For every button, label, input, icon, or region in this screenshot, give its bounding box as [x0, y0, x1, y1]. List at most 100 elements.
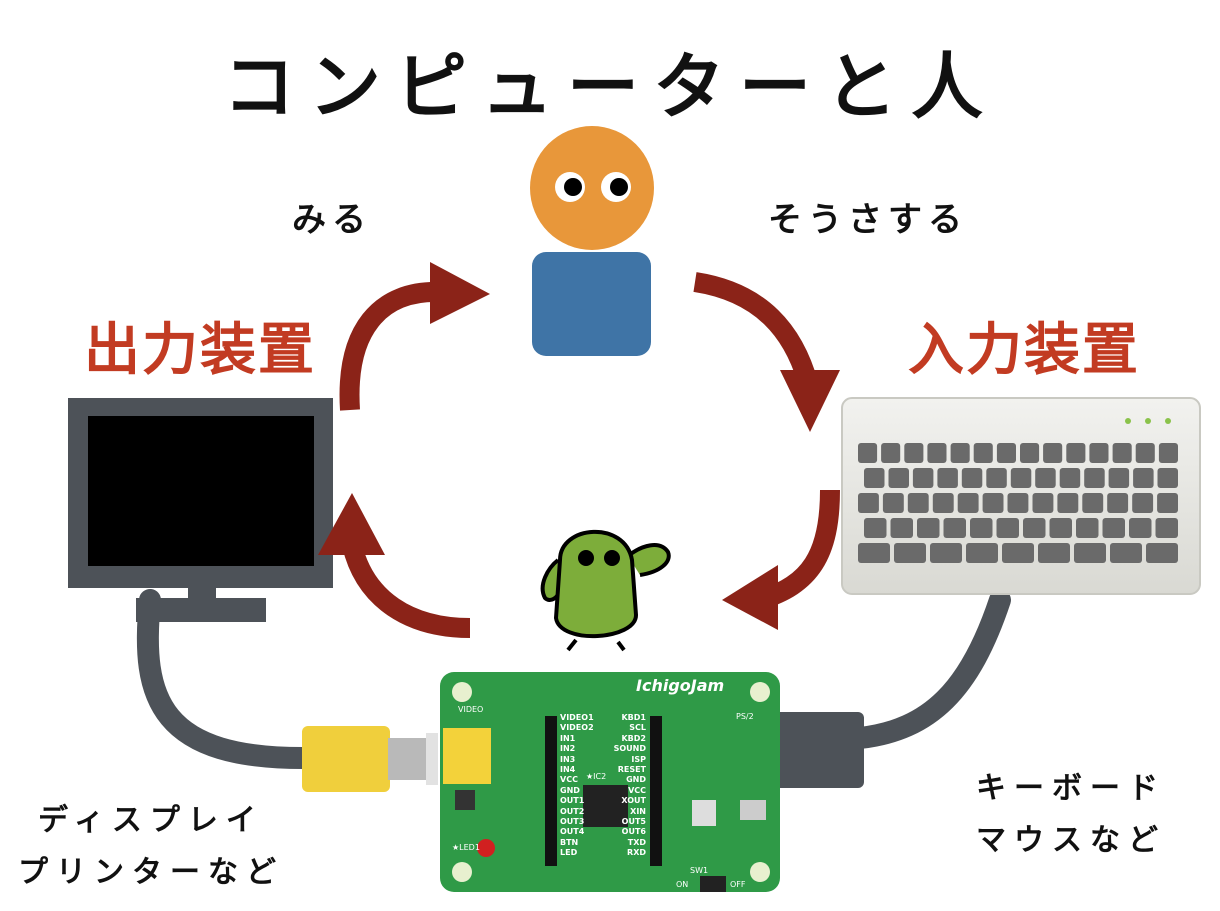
left-pin-label: IN1: [560, 733, 576, 743]
left-pin-label: OUT2: [560, 806, 585, 816]
board-led-mark: ★LED1: [452, 843, 480, 852]
keyboard-key: [881, 443, 901, 463]
keyboard-key: [957, 493, 979, 513]
keyboard-key: [1158, 443, 1178, 463]
diagram-title: コンピューターと人: [222, 45, 997, 129]
board-ic2-mark: ★IC2: [586, 772, 607, 781]
right-pin-label: TXD: [627, 837, 646, 847]
keyboard-key: [917, 518, 940, 538]
keyboard-key: [1020, 443, 1040, 463]
board-video-mark: VIDEO: [458, 705, 484, 714]
left-pin-label: VIDEO2: [560, 723, 594, 733]
keyboard-key: [894, 543, 926, 563]
arrow-to-input: [693, 272, 820, 393]
keyboard-key: [858, 443, 878, 463]
left-pin-label: OUT1: [560, 796, 585, 806]
keyboard-key: [961, 468, 983, 488]
keyboard-key: [950, 443, 970, 463]
keyboard-key: [1102, 518, 1125, 538]
keyboard-key: [882, 493, 904, 513]
keyboard-key: [1108, 468, 1130, 488]
arrow-to-person: [339, 281, 441, 411]
input-examples-line1: キーボード: [976, 771, 1166, 806]
left-pin-label: OUT3: [560, 817, 585, 827]
see-label: みる: [292, 200, 372, 240]
keyboard-key: [986, 468, 1007, 488]
keyboard-key: [1043, 443, 1063, 463]
left-pin-label: IN4: [560, 765, 576, 775]
keyboard-key: [970, 518, 993, 538]
keyboard-key: [1135, 443, 1155, 463]
operate-label: そうさする: [768, 200, 968, 240]
video-plug-icon: [302, 726, 438, 792]
keyboard-key: [973, 443, 993, 463]
keyboard-key: [1112, 443, 1132, 463]
keyboard-key: [1146, 543, 1178, 563]
keyboard-key: [1132, 493, 1154, 513]
input-examples-line2: マウスなど: [976, 823, 1166, 858]
arrowhead-person: [430, 262, 490, 324]
keyboard-key: [1066, 443, 1086, 463]
person-icon: [530, 126, 654, 356]
board-sw-mark: SW1: [690, 866, 709, 875]
input-device-label: 入力装置: [908, 318, 1140, 383]
keyboard-key: [1010, 468, 1032, 488]
right-pin-label: XIN: [630, 806, 646, 816]
keyboard-icon: [841, 397, 1201, 595]
keyboard-key: [858, 543, 890, 563]
left-pin-label: GND: [560, 785, 580, 795]
keyboard-key: [996, 443, 1016, 463]
right-pin-label: XOUT: [621, 796, 646, 806]
right-pin-label: KBD1: [621, 713, 646, 722]
keyboard-key: [1002, 543, 1034, 563]
ichigojam-character-icon: [540, 529, 671, 652]
arrow-to-output: [342, 542, 471, 638]
keyboard-key: [1049, 518, 1072, 538]
keyboard-cable: [849, 589, 1011, 749]
keyboard-key: [1074, 543, 1106, 563]
ichigojam-board: [440, 672, 780, 892]
board-on-mark: ON: [676, 880, 689, 889]
keyboard-key: [1133, 468, 1154, 488]
keyboard-key: [888, 468, 909, 488]
keyboard-key: [1035, 468, 1056, 488]
keyboard-key: [1076, 518, 1099, 538]
board-off-mark: OFF: [730, 880, 746, 889]
left-pin-label: BTN: [560, 837, 579, 847]
arrowhead-input: [780, 370, 840, 432]
keyboard-key: [1110, 543, 1142, 563]
output-device-label: 出力装置: [84, 318, 316, 383]
keyboard-key: [864, 518, 887, 538]
keyboard-key: [1023, 518, 1046, 538]
right-pin-label: ISP: [631, 754, 646, 764]
output-examples-line1: ディスプレイ: [38, 803, 264, 838]
keyboard-key: [1057, 493, 1079, 513]
arrowhead-from-input: [722, 565, 778, 630]
keyboard-key: [904, 443, 924, 463]
keyboard-key: [943, 518, 966, 538]
left-pin-label: IN3: [560, 754, 576, 764]
monitor-cable: [136, 589, 321, 770]
keyboard-key: [912, 468, 934, 488]
left-pin-label: OUT4: [560, 827, 585, 837]
monitor-icon: [68, 398, 333, 622]
keyboard-key: [1007, 493, 1029, 513]
keyboard-key: [982, 493, 1004, 513]
keyboard-key: [1157, 493, 1178, 513]
keyboard-key: [890, 518, 913, 538]
keyboard-key: [1059, 468, 1081, 488]
right-pin-label: GND: [626, 775, 646, 785]
keyboard-key: [1038, 543, 1070, 563]
keyboard-key: [864, 468, 885, 488]
right-pin-label: KBD2: [621, 733, 646, 743]
board-ps2-mark: PS/2: [736, 712, 754, 721]
left-pin-label: VIDEO1: [560, 713, 594, 722]
right-pin-label: RXD: [627, 848, 646, 858]
arrowhead-output: [318, 493, 385, 555]
right-pin-label: OUT5: [621, 817, 646, 827]
board-brand: IchigoJam: [636, 676, 725, 695]
keyboard-key: [1157, 468, 1178, 488]
right-pin-label: RESET: [617, 765, 646, 775]
